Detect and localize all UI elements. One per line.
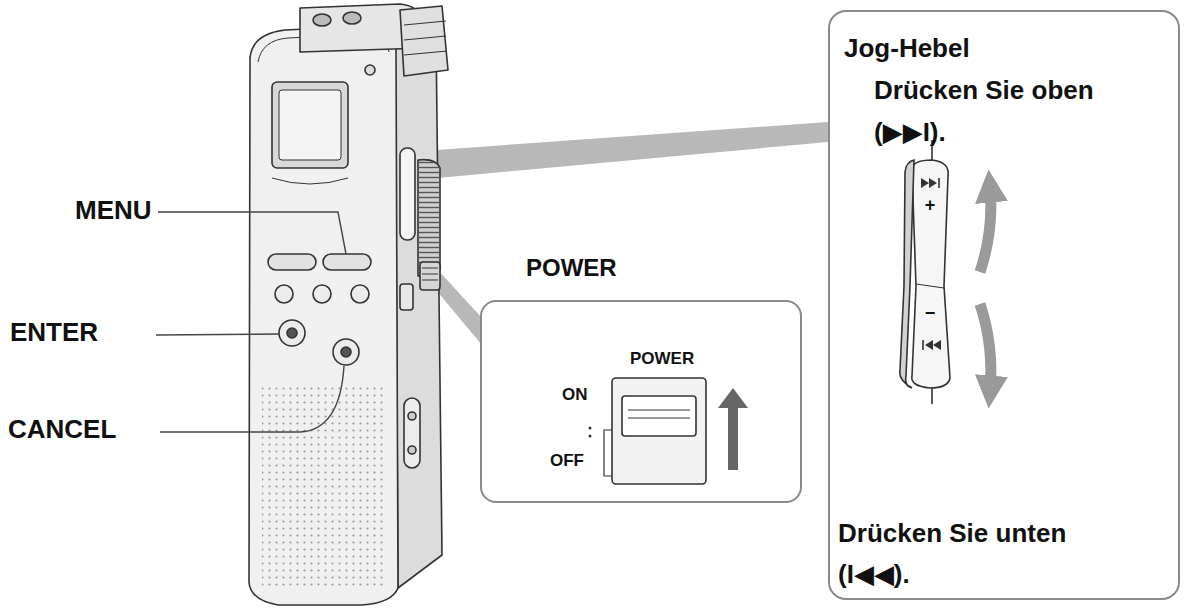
recorder-body — [408, 412, 416, 420]
motion-arrow — [980, 304, 991, 392]
motion-arrow — [980, 186, 991, 272]
power-switch-detail — [628, 409, 690, 410]
part-name: ENTER — [10, 319, 98, 345]
callout-heading: POWER — [526, 249, 617, 287]
recorder-body — [323, 254, 371, 270]
callout-text: Drücken Sie oben (▶▶I). — [874, 70, 1156, 153]
recorder-body — [422, 268, 438, 269]
leader-line — [156, 334, 279, 335]
recorder-body — [404, 36, 446, 40]
power-switch-detail — [612, 378, 706, 484]
jog-lever-detail — [912, 160, 950, 388]
recorder-body — [422, 280, 438, 281]
recorder-body — [365, 65, 375, 75]
recorder-body — [333, 339, 359, 365]
motion-arrow — [980, 186, 991, 392]
inset-frame — [480, 300, 802, 503]
recorder-body — [418, 160, 440, 277]
recorder-body — [420, 262, 440, 290]
recorder-body — [262, 385, 386, 590]
recorder-body — [313, 285, 331, 303]
leader-wedge — [436, 122, 828, 178]
power-switch-detail — [589, 378, 749, 484]
power-switch-detail — [589, 427, 592, 430]
part-name: CANCEL — [8, 416, 116, 442]
recorder-body — [287, 328, 297, 338]
leader-line — [156, 212, 346, 432]
power-switch-callout: POWER POWER ON OFF — [480, 245, 802, 503]
lever-symbol: + — [925, 196, 936, 214]
power-switch-detail — [604, 430, 612, 476]
recorder-body — [422, 274, 438, 275]
recorder-body — [400, 284, 413, 310]
recorder-body — [272, 82, 348, 168]
jog-lever-detail — [900, 140, 950, 404]
recorder-body — [404, 398, 420, 468]
recorder-body — [418, 160, 440, 277]
callout-text: Drücken Sie unten (I◀◀). — [838, 513, 1138, 596]
recorder-body — [313, 14, 331, 26]
recorder-body — [279, 320, 305, 346]
callout-text: ON — [562, 385, 588, 405]
leader-line — [158, 212, 346, 254]
callout-heading: Jog-Hebel — [844, 28, 970, 70]
recorder-body — [275, 285, 293, 303]
recorder-body — [408, 446, 416, 454]
recorder-body — [249, 4, 448, 605]
power-switch-detail — [622, 396, 696, 436]
leader-wedge — [436, 268, 482, 345]
recorder-body — [343, 12, 361, 24]
jog-lever-detail — [925, 340, 941, 350]
jog-lever-detail — [922, 340, 924, 350]
recorder-body — [272, 178, 348, 184]
recorder-body — [268, 254, 316, 270]
jog-lever-detail — [938, 178, 940, 188]
callout-text: POWER — [630, 349, 694, 369]
power-switch-detail — [718, 388, 748, 470]
recorder-body — [400, 148, 415, 240]
jog-lever-callout: Jog-HebelDrücken Sie oben (▶▶I). Drücken … — [828, 10, 1180, 600]
power-switch-detail — [628, 417, 690, 418]
recorder-body — [279, 90, 341, 160]
jog-lever-detail — [921, 178, 937, 188]
part-name: MENU — [75, 197, 152, 223]
recorder-body — [404, 21, 446, 25]
jog-lever-detail — [900, 160, 914, 388]
lever-symbol: − — [925, 304, 936, 322]
recorder-body — [395, 34, 442, 588]
recorder-body — [341, 347, 351, 357]
recorder-body — [400, 6, 448, 76]
recorder-body — [404, 51, 447, 55]
callout-text: OFF — [550, 451, 584, 471]
leader-wedge — [436, 122, 828, 345]
leader-line — [160, 366, 344, 432]
jog-lever-detail — [916, 284, 944, 288]
recorder-body — [249, 26, 398, 605]
recorder-body — [351, 285, 369, 303]
power-switch-detail — [589, 435, 592, 438]
